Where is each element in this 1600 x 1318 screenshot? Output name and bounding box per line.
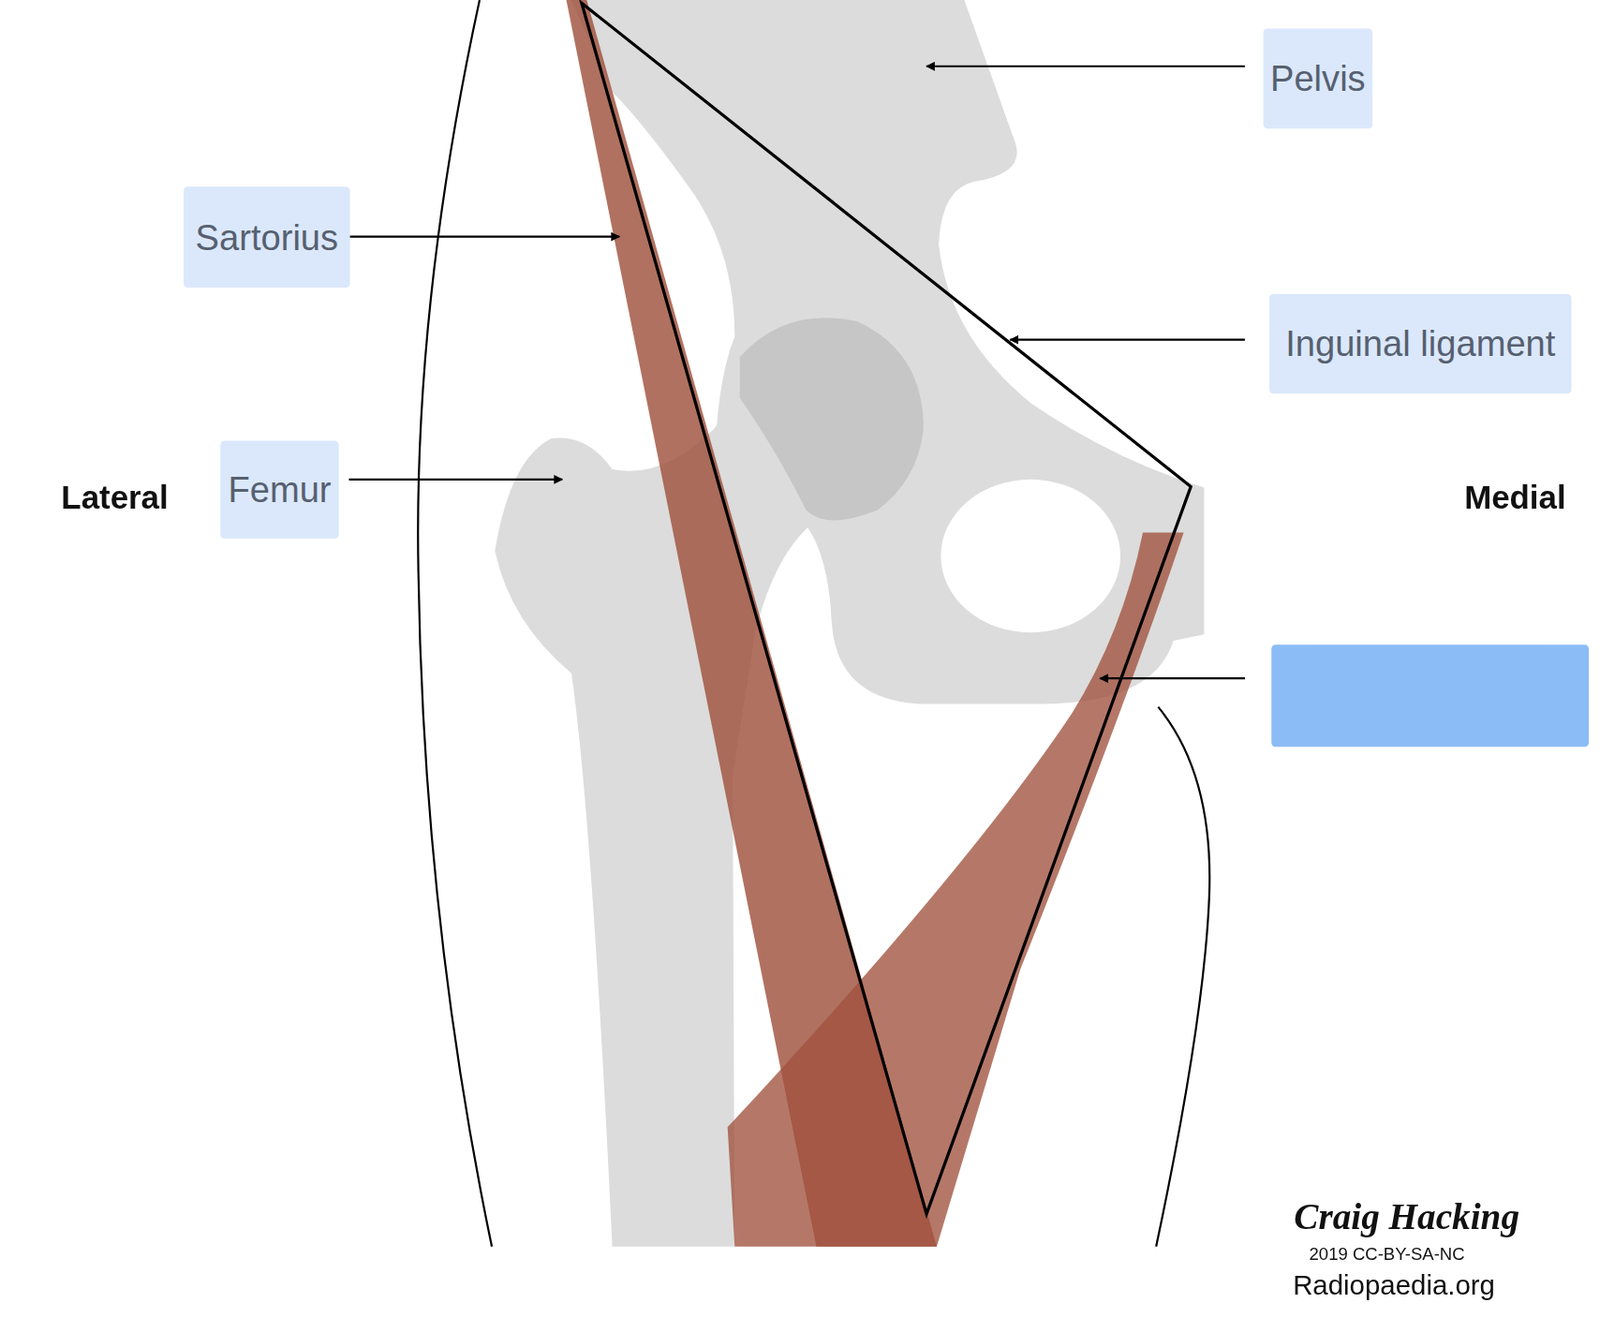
author-credit: Craig Hacking [1293, 1195, 1520, 1239]
label-box: Pelvis [1263, 28, 1374, 129]
acetabulum [740, 317, 924, 520]
leader-line [349, 478, 563, 481]
source-watermark: Radiopaedia.org [1292, 1270, 1496, 1303]
leader-line [926, 65, 1245, 68]
part-name: Femur [227, 469, 331, 511]
obturator-foramen [940, 479, 1121, 633]
adductor-longus-muscle [727, 532, 1185, 1246]
license-note: 2019 CC-BY-SA-NC [1309, 1244, 1466, 1266]
thigh-outline [417, 0, 492, 1247]
part-name: Pelvis [1270, 58, 1366, 100]
part-name: Sartorius [195, 216, 340, 258]
leader-line [1099, 677, 1245, 680]
femoral-triangle [581, 2, 1191, 1215]
orientation-label: Lateral [60, 479, 168, 518]
part-name: Inguinal ligament [1285, 323, 1556, 365]
leader-line [349, 236, 621, 238]
blank-label-box [1271, 644, 1589, 747]
orientation-label: Medial [1464, 479, 1566, 518]
label-box: Inguinal ligament [1269, 294, 1571, 395]
leader-line [1009, 339, 1245, 341]
label-box: Femur [220, 440, 339, 539]
label-box: Sartorius [183, 186, 351, 288]
thigh-outline [1155, 707, 1210, 1247]
